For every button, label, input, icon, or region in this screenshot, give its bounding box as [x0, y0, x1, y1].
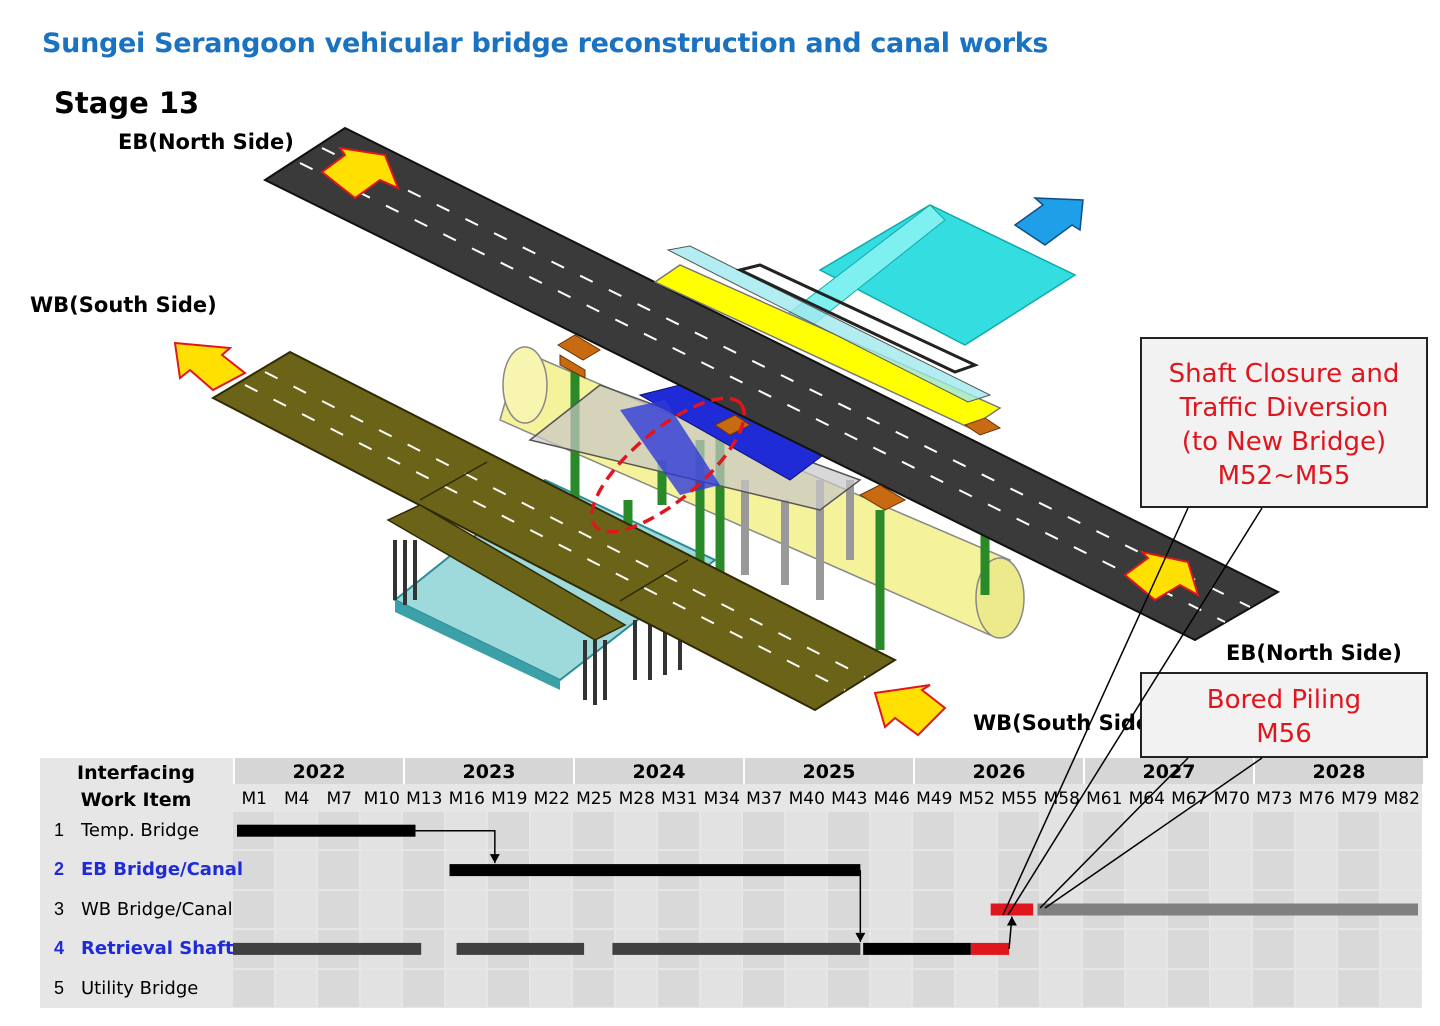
- gantt-row-number: 5: [53, 977, 64, 998]
- gantt-header-title: Interfacing Work Item: [40, 760, 232, 814]
- callout-shaft-line-3: (to New Bridge): [1181, 427, 1387, 457]
- gantt-row-number: 4: [53, 938, 64, 959]
- gantt-month-m37: M37: [746, 789, 783, 809]
- gantt-month-m52: M52: [958, 789, 995, 809]
- gantt-month-m4: M4: [284, 789, 310, 809]
- wb-deck: [210, 350, 898, 712]
- callout-shaft-closure: Shaft Closure and Traffic Diversion (to …: [1140, 337, 1428, 508]
- gantt-bar-9: [970, 942, 1010, 955]
- gantt-row-label: Utility Bridge: [81, 977, 199, 999]
- gantt-bar-2: [492, 864, 861, 877]
- gantt-row-label: WB Bridge/Canal: [81, 898, 233, 920]
- gantt-month-m49: M49: [916, 789, 953, 809]
- canal-right: [779, 204, 1077, 346]
- eb-north-label-right: EB(North Side): [1226, 641, 1402, 665]
- gantt-month-m73: M73: [1256, 789, 1293, 809]
- gantt-bars: [233, 824, 1418, 955]
- gantt-month-m34: M34: [703, 789, 740, 809]
- gantt-bar-4: [1037, 903, 1418, 916]
- gantt-header-line-2: Work Item: [80, 789, 192, 811]
- gantt-month-m1: M1: [241, 789, 267, 809]
- gantt-bar-6: [456, 942, 585, 955]
- gantt-month-m13: M13: [406, 789, 443, 809]
- wb-south-label-bottom: WB(South Side): [973, 711, 1160, 735]
- gantt-month-m31: M31: [661, 789, 698, 809]
- gantt-row-number: 1: [53, 820, 64, 840]
- callout-shaft-line-4: M52~M55: [1217, 461, 1351, 491]
- callout-bored-piling: Bored Piling M56: [1140, 672, 1428, 758]
- arrow-wb-left: [173, 341, 247, 392]
- gantt-month-m25: M25: [576, 789, 613, 809]
- gantt-month-m82: M82: [1383, 789, 1420, 809]
- gantt-bar-0: [237, 824, 416, 837]
- page-title: Sungei Serangoon vehicular bridge recons…: [42, 28, 1049, 59]
- gantt-month-m7: M7: [326, 789, 352, 809]
- gantt-year-2028: 2028: [1253, 758, 1423, 784]
- arrow-blue-icon: [1013, 197, 1084, 246]
- eb-north-label-top: EB(North Side): [118, 130, 294, 154]
- gantt-row-label: Retrieval Shaft: [81, 938, 234, 960]
- gantt-row-label: Temp. Bridge: [81, 820, 200, 841]
- gantt-bar-5: [233, 942, 422, 955]
- gantt-month-m46: M46: [873, 789, 910, 809]
- gantt-month-m76: M76: [1298, 789, 1335, 809]
- gantt-row-label: EB Bridge/Canal: [81, 859, 244, 881]
- gantt-month-m22: M22: [533, 789, 570, 809]
- gantt-bar-8: [863, 942, 971, 955]
- wb-south-label-left: WB(South Side): [30, 293, 217, 317]
- gantt-bar-1: [449, 864, 492, 877]
- gantt-month-m79: M79: [1341, 789, 1378, 809]
- gantt-dependency-arrow: [415, 829, 496, 864]
- stage-label: Stage 13: [54, 86, 200, 120]
- callout-piling-line-1: Bored Piling: [1206, 685, 1362, 715]
- gantt-arrowhead: [1006, 916, 1017, 926]
- gantt-month-m43: M43: [831, 789, 868, 809]
- gantt-month-m19: M19: [491, 789, 528, 809]
- pier-caps: [557, 334, 1002, 511]
- gantt-row-number: 3: [53, 898, 64, 919]
- callout-piling-line-2: M56: [1256, 719, 1312, 749]
- gantt-bar-7: [612, 942, 861, 955]
- gantt-year-2025: 2025: [743, 758, 913, 784]
- bridge-3d-diagram: [173, 126, 1281, 737]
- gantt-bar-3: [990, 903, 1034, 916]
- gantt-arrowhead: [489, 854, 500, 864]
- gantt-year-2023: 2023: [403, 758, 573, 784]
- gantt-header-line-1: Interfacing: [77, 762, 195, 784]
- callout-shaft-line-2: Traffic Diversion: [1179, 393, 1389, 423]
- gantt-month-m10: M10: [363, 789, 400, 809]
- gantt-arrowhead: [855, 932, 866, 942]
- arrow-wb-bottom: [873, 684, 947, 737]
- gantt-month-m28: M28: [618, 789, 655, 809]
- arrow-eb-top: [320, 146, 400, 200]
- gantt-month-m16: M16: [448, 789, 485, 809]
- gantt-row-number: 2: [53, 859, 64, 880]
- gantt-year-2022: 2022: [233, 758, 403, 784]
- gantt-year-2024: 2024: [573, 758, 743, 784]
- gantt-month-m40: M40: [788, 789, 825, 809]
- focus-ellipse: [590, 396, 746, 534]
- yellow-strip: [653, 245, 1002, 429]
- callout-shaft-line-1: Shaft Closure and: [1168, 359, 1400, 389]
